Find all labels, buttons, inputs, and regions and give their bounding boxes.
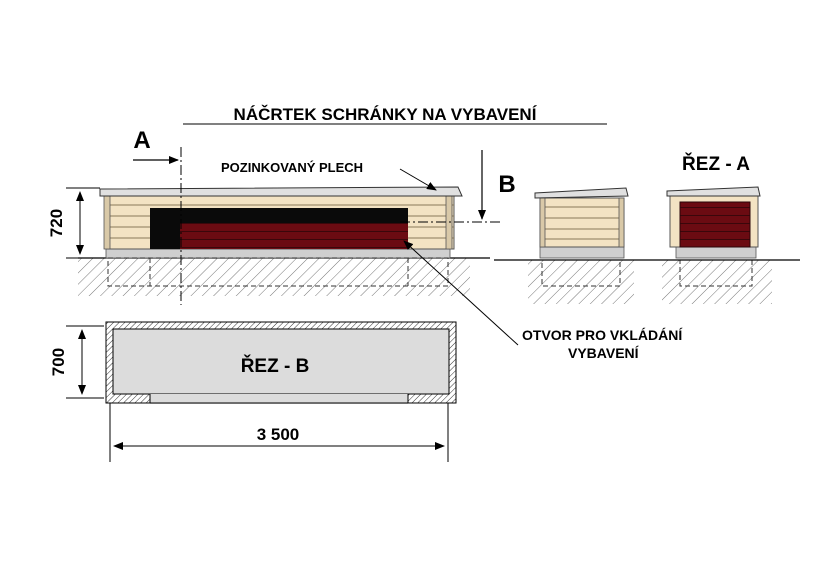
side-view	[528, 187, 634, 304]
section-a-view	[662, 186, 772, 304]
height-dimension-value: 720	[47, 209, 66, 237]
depth-dimension	[66, 325, 104, 399]
side-right-post	[618, 197, 625, 248]
section-a-title: ŘEZ - A	[682, 153, 750, 175]
sheet-metal-leader	[399, 168, 437, 191]
section-a-ground-hatch	[662, 260, 772, 304]
side-roof	[534, 187, 629, 199]
side-ground-hatch	[528, 260, 634, 304]
opening-label-line1: OTVOR PRO VKLÁDÁNÍ	[522, 327, 683, 343]
side-left-post	[539, 197, 546, 248]
galvanized-roof	[99, 186, 463, 197]
foundation-below-dashed	[107, 257, 449, 287]
side-wood-boards	[540, 206, 624, 240]
section-a-roof	[666, 186, 761, 197]
sheet-metal-label: POZINKOVANÝ PLECH	[221, 160, 363, 175]
section-a-foundation	[675, 246, 757, 259]
front-view	[78, 186, 490, 296]
height-dimension	[66, 187, 100, 259]
side-foundation-dashed	[541, 259, 621, 287]
opening-label-line2: VYBAVENÍ	[568, 345, 640, 361]
drawing-title: NÁČRTEK SCHRÁNKY NA VYBAVENÍ	[234, 105, 538, 124]
section-b-marker: B	[498, 171, 515, 198]
section-a-marker: A	[133, 127, 150, 154]
plan-view	[105, 321, 457, 404]
plan-inner-space	[112, 328, 450, 395]
ground-hatch	[78, 258, 470, 296]
opening-leader	[403, 240, 519, 346]
section-b-title: ŘEZ - B	[241, 355, 310, 377]
length-dimension	[109, 403, 449, 462]
left-post	[103, 195, 111, 250]
insertion-opening	[180, 223, 408, 249]
foundation	[105, 248, 451, 259]
plan-bottom-gap	[150, 394, 408, 404]
side-wood-body	[539, 197, 625, 248]
section-a-opening	[679, 201, 751, 248]
length-dimension-value: 3 500	[257, 425, 300, 444]
side-foundation	[539, 246, 625, 259]
depth-dimension-value: 700	[49, 348, 68, 376]
